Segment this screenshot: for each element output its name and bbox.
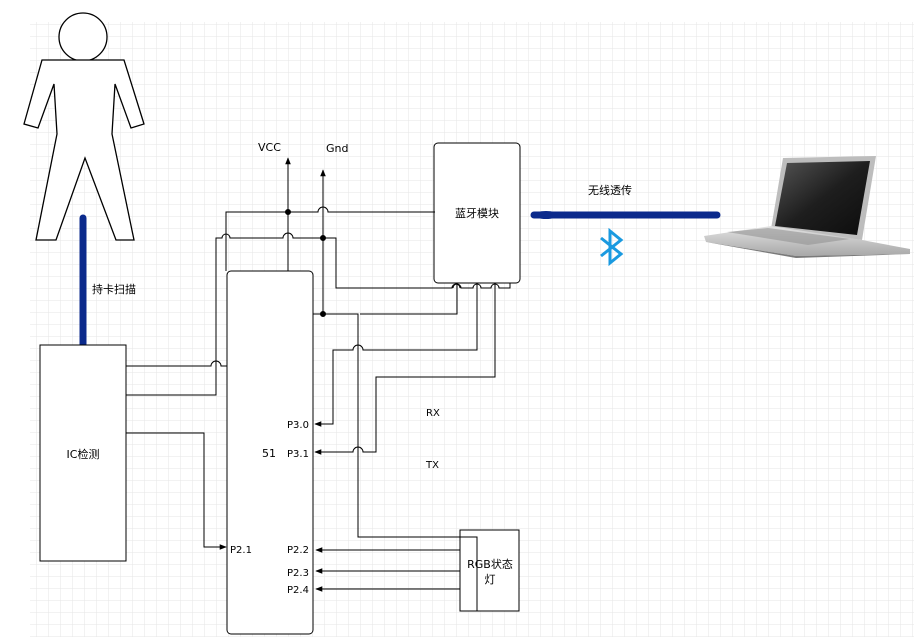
rgb-wires [315, 547, 460, 592]
card-scan-label: 持卡扫描 [92, 282, 136, 296]
rx-label: RX [426, 408, 440, 419]
gnd-label: Gnd [326, 142, 348, 155]
ic-detect-label: IC检测 [67, 447, 100, 461]
bluetooth-icon [600, 227, 624, 267]
pin-p22: P2.2 [287, 545, 309, 556]
pin-p30: P3.0 [287, 420, 309, 431]
rgb-label-line1: RGB状态 [467, 557, 513, 571]
rgb-light-box [459, 529, 520, 612]
wireless-label: 无线透传 [588, 183, 632, 197]
ic-wires [126, 360, 227, 550]
pin-p23: P2.3 [287, 568, 309, 579]
wireless-link-end [534, 211, 558, 219]
person-outline-icon [23, 12, 145, 241]
laptop-icon [704, 156, 910, 258]
tx-label: TX [425, 460, 439, 471]
pin-p31: P3.1 [287, 449, 309, 460]
mcu-label: 51 [262, 447, 276, 460]
rgb-label-line2: 灯 [485, 573, 496, 586]
mcu-51-box [226, 270, 314, 635]
pin-p21: P2.1 [230, 545, 252, 556]
bt-wires [313, 283, 511, 611]
ic-detect-box [39, 344, 127, 562]
pin-p24: P2.4 [287, 585, 309, 596]
bluetooth-module-label: 蓝牙模块 [455, 207, 499, 220]
vcc-label: VCC [258, 141, 281, 154]
